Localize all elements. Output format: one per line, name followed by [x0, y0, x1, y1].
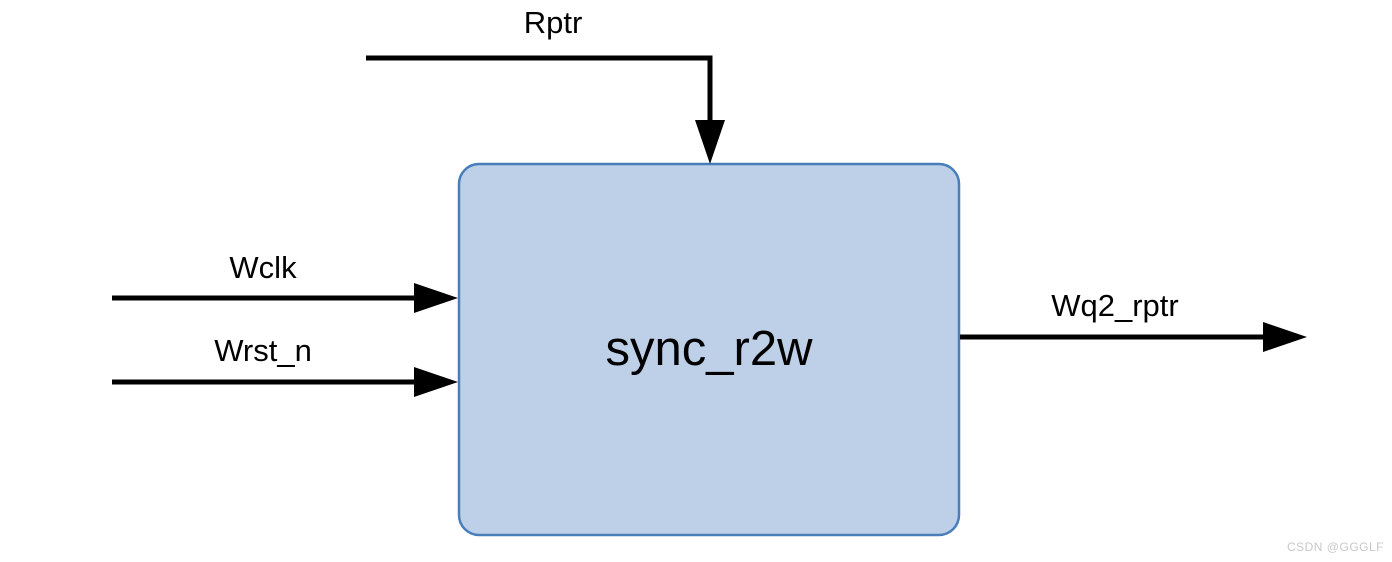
signal-rptr-arrowhead: [695, 120, 725, 164]
signal-label-wq2-rptr: Wq2_rptr: [1051, 288, 1179, 323]
signal-wrst-n: [112, 367, 458, 397]
signal-label-wclk: Wclk: [229, 250, 297, 285]
signal-wclk-arrowhead: [414, 283, 458, 313]
signal-wq2-rptr-arrowhead: [1263, 322, 1307, 352]
signal-wrst-n-arrowhead: [414, 367, 458, 397]
signal-label-rptr: Rptr: [523, 5, 583, 40]
signal-rptr: [366, 55, 725, 164]
signal-label-wrst-n: Wrst_n: [214, 333, 312, 368]
block-sync-r2w[interactable]: [457, 162, 961, 537]
watermark: CSDN @GGGLF: [1286, 540, 1384, 554]
block-label-sync-r2w: sync_r2w: [605, 322, 813, 376]
signal-wclk: [112, 283, 458, 313]
signal-wq2-rptr: [960, 322, 1307, 352]
signal-rptr-line: [366, 55, 713, 134]
